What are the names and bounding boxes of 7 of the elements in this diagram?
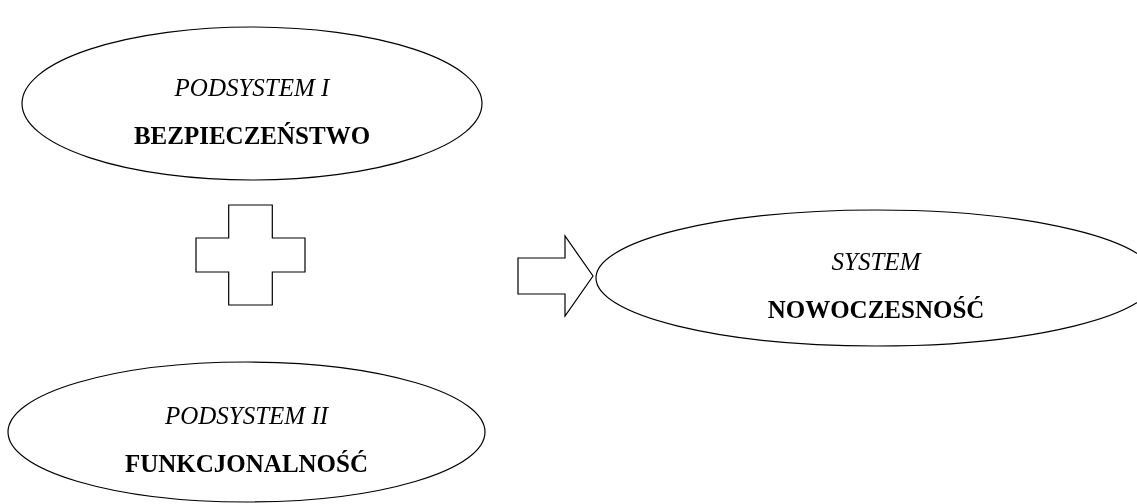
node-label: NOWOCZESNOŚĆ (767, 295, 985, 325)
node-title: PODSYSTEM I (174, 72, 330, 103)
node-title: SYSTEM (831, 247, 921, 277)
node-label: BEZPIECZEŃSTWO (133, 120, 371, 151)
node-title: PODSYSTEM II (164, 401, 329, 431)
node-label: FUNKCJONALNOŚĆ (124, 449, 369, 479)
block-arrow (517, 234, 594, 318)
